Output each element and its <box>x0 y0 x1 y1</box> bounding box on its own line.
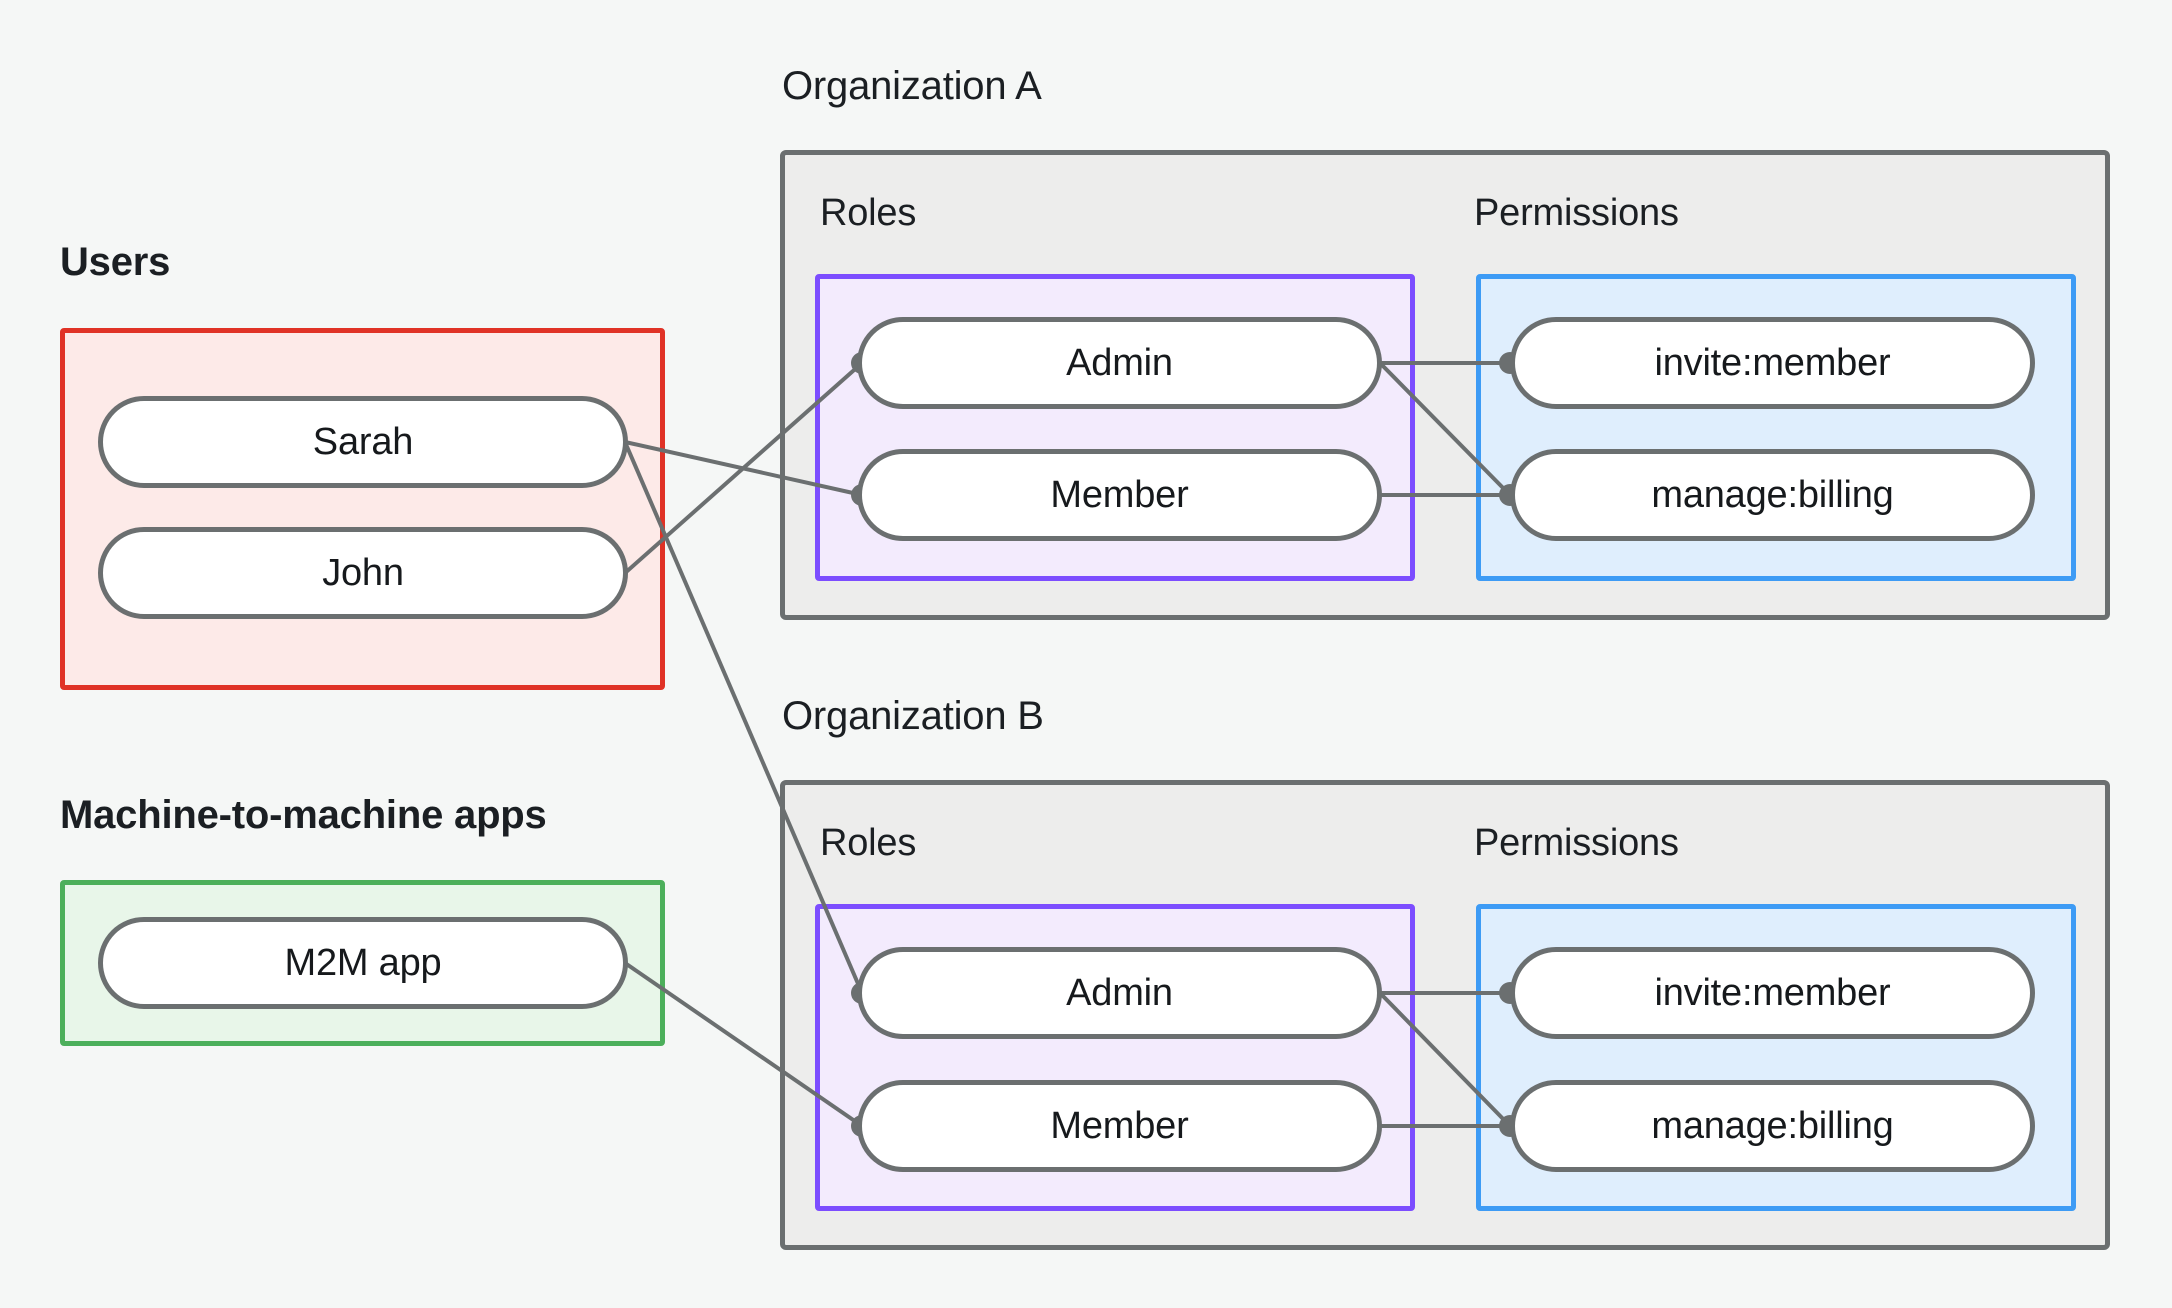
organization-a-title: Organization A <box>782 64 1042 108</box>
permission-node-org-a-manage-billing[interactable]: manage:billing <box>1510 449 2035 541</box>
permission-node-org-a-invite-member[interactable]: invite:member <box>1510 317 2035 409</box>
user-node-john[interactable]: John <box>98 527 628 619</box>
permission-node-org-b-manage-billing[interactable]: manage:billing <box>1510 1080 2035 1172</box>
organization-a-permissions-title: Permissions <box>1474 192 1679 234</box>
organization-b-title: Organization B <box>782 694 1044 738</box>
role-node-org-b-admin[interactable]: Admin <box>857 947 1382 1039</box>
role-node-org-a-admin[interactable]: Admin <box>857 317 1382 409</box>
users-group-box <box>60 328 665 690</box>
role-node-org-b-member[interactable]: Member <box>857 1080 1382 1172</box>
users-group-title: Users <box>60 240 171 284</box>
organization-b-roles-title: Roles <box>820 822 917 864</box>
organization-b-permissions-title: Permissions <box>1474 822 1679 864</box>
m2m-node-app[interactable]: M2M app <box>98 917 628 1009</box>
user-node-sarah[interactable]: Sarah <box>98 396 628 488</box>
m2m-group-title: Machine-to-machine apps <box>60 793 547 837</box>
organization-a-roles-title: Roles <box>820 192 917 234</box>
permission-node-org-b-invite-member[interactable]: invite:member <box>1510 947 2035 1039</box>
role-node-org-a-member[interactable]: Member <box>857 449 1382 541</box>
